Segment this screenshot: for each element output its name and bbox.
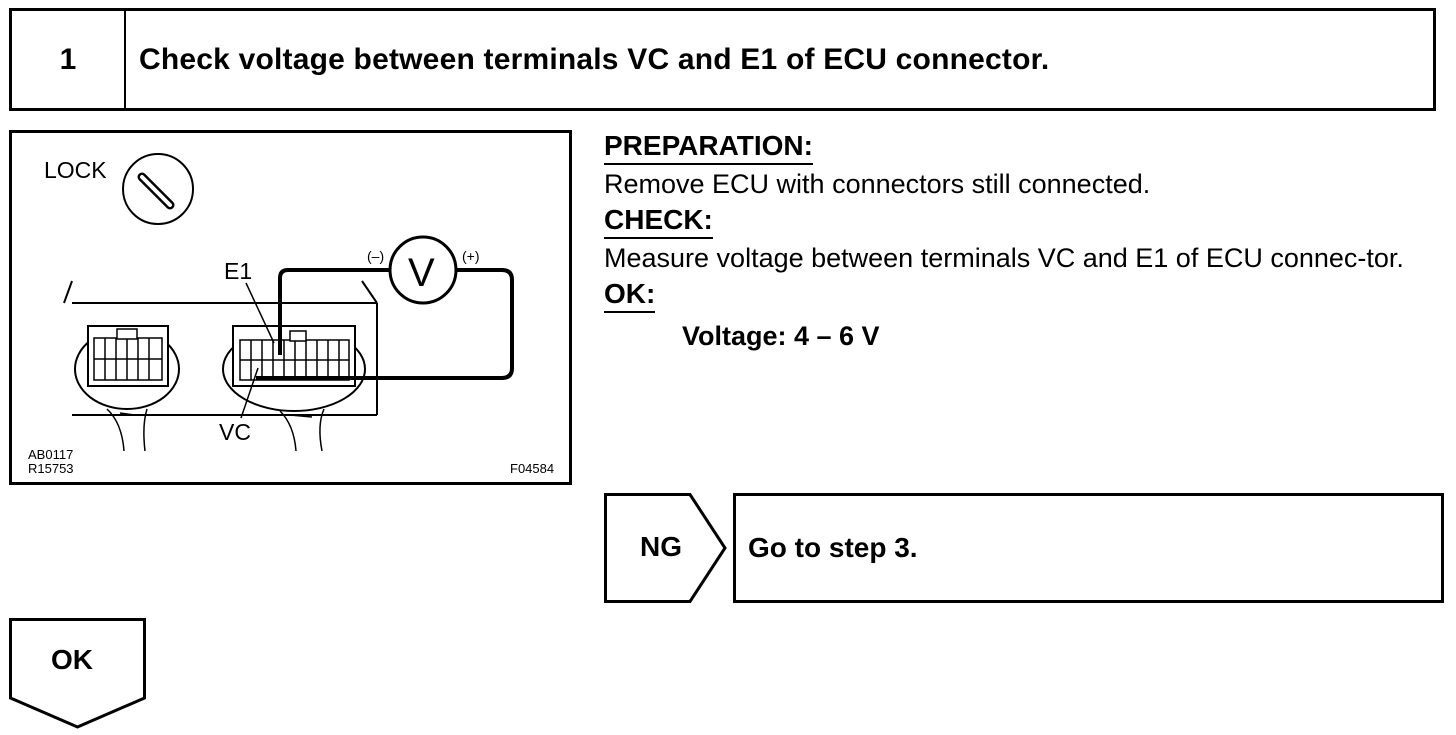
ok-value: Voltage: 4 – 6 V: [682, 321, 880, 351]
preparation-text: Remove ECU with connectors still connect…: [604, 169, 1151, 199]
negative-lead: [278, 268, 390, 355]
figure-code: F04584: [510, 461, 554, 476]
ng-label: NG: [640, 531, 682, 562]
ok-heading: OK:: [604, 278, 656, 313]
ok-arrow-shape: [9, 618, 146, 729]
negative-label: (–): [367, 248, 384, 264]
step-header: 1 Check voltage between terminals VC and…: [9, 8, 1436, 111]
left-connector: [74, 325, 180, 452]
check-text: Measure voltage between terminals VC and…: [604, 243, 1404, 273]
vc-label: VC: [219, 419, 251, 445]
ok-label: OK: [51, 644, 93, 675]
ref-code-1: AB0117: [28, 447, 73, 462]
positive-lead: [256, 268, 514, 380]
ok-arrow: OK: [9, 618, 146, 730]
positive-label: (+): [462, 248, 480, 264]
ecu-case: [63, 280, 378, 416]
e1-label: E1: [224, 258, 252, 284]
voltmeter-label: V: [408, 251, 435, 295]
ignition-lock-icon: [122, 153, 194, 225]
connector-diagram: LOCK: [28, 153, 554, 476]
step-title: Check voltage between terminals VC and E…: [139, 42, 1050, 76]
instructions: PREPARATION: Remove ECU with connectors …: [604, 130, 1444, 352]
voltmeter: V: [388, 235, 458, 305]
wiring-illustration: LOCK: [9, 130, 572, 485]
ng-arrow-shape: [604, 493, 727, 603]
lock-label: LOCK: [44, 157, 107, 183]
ng-action: Go to step 3.: [733, 493, 1444, 603]
preparation-heading: PREPARATION:: [604, 130, 813, 165]
ref-code-2: R15753: [28, 461, 74, 476]
ng-tab: NG: [604, 493, 728, 603]
check-heading: CHECK:: [604, 204, 713, 239]
step-number: 1: [12, 11, 126, 108]
